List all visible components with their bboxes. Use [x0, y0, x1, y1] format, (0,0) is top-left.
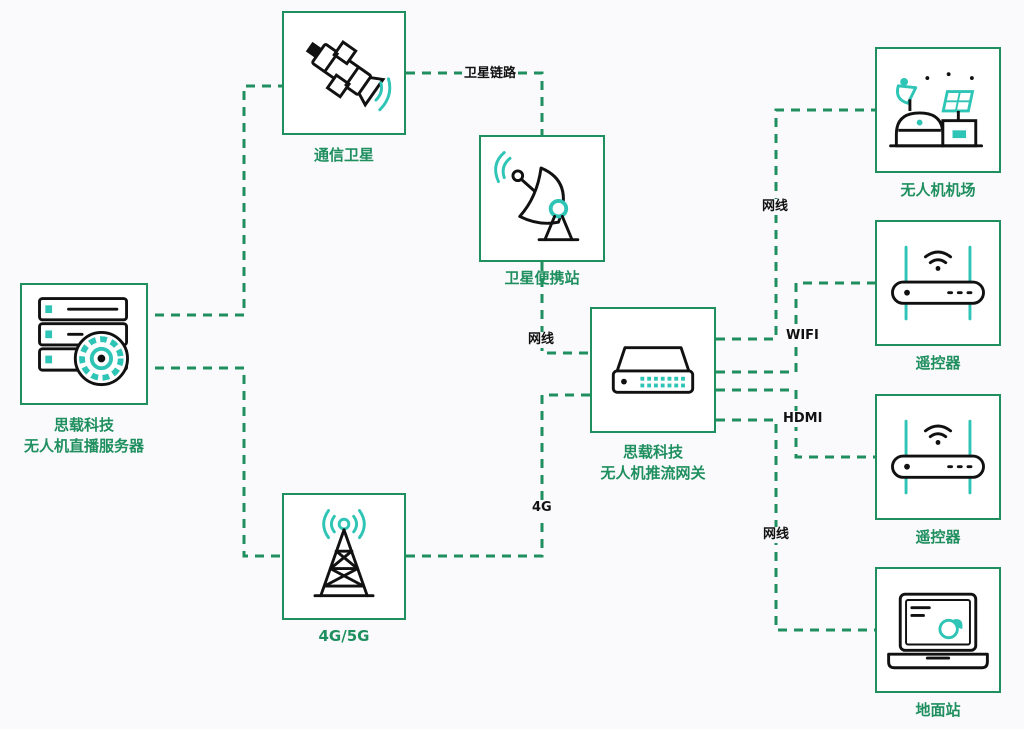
node-satellite-label: 通信卫星	[313, 146, 374, 164]
node-server-label: 思载科技 无人机直播服务器	[0, 415, 168, 457]
server-name-line1: 思载科技	[53, 416, 114, 434]
node-satellite-station-label: 卫星便携站	[504, 269, 580, 287]
server-gear-icon	[38, 297, 129, 387]
node-tower[interactable]	[282, 493, 406, 620]
node-satellite[interactable]	[282, 11, 406, 135]
node-rc2[interactable]	[875, 394, 1001, 520]
link-label-wifi: WIFI	[784, 328, 821, 344]
node-airport-label: 无人机机场	[900, 181, 976, 199]
line-server-satellite	[155, 84, 282, 317]
link-label-lan-station: 网线	[526, 332, 557, 348]
router-icon	[891, 245, 985, 321]
node-gateway-label: 思载科技 无人机推流网关	[560, 442, 746, 484]
line-gateway-airport	[716, 108, 875, 341]
link-label-4g: 4G	[530, 500, 554, 516]
gateway-name-line1: 思载科技	[622, 443, 683, 461]
node-gateway[interactable]	[590, 307, 716, 433]
node-tower-label: 4G/5G	[318, 627, 370, 645]
node-rc1[interactable]	[875, 220, 1001, 346]
node-satellite-station[interactable]	[479, 135, 605, 262]
drone-airport-icon	[889, 72, 984, 148]
link-label-lan-ground: 网线	[761, 527, 792, 543]
router-icon	[891, 419, 985, 495]
cell-tower-icon	[313, 509, 375, 598]
line-server-tower	[155, 366, 282, 558]
link-label-hdmi: HDMI	[781, 411, 825, 427]
gateway-name-line2: 无人机推流网关	[600, 464, 706, 482]
node-airport[interactable]	[875, 47, 1001, 173]
satellite-dish-icon	[494, 151, 580, 242]
laptop-icon	[887, 592, 989, 670]
line-satellite-station	[406, 71, 544, 135]
line-gateway-rc1	[716, 281, 875, 374]
link-label-lan-airport: 网线	[760, 199, 791, 215]
node-rc1-label: 遥控器	[915, 354, 961, 372]
node-ground-station-label: 地面站	[915, 701, 961, 719]
node-ground-station[interactable]	[875, 567, 1001, 693]
line-tower-gateway	[406, 393, 590, 558]
server-name-line2: 无人机直播服务器	[23, 437, 144, 455]
link-label-satellite: 卫星链路	[462, 66, 519, 82]
satellite-icon	[305, 40, 392, 112]
gateway-icon	[611, 346, 695, 394]
node-rc2-label: 遥控器	[915, 528, 961, 546]
node-server[interactable]	[20, 283, 148, 405]
line-gateway-ground	[716, 418, 875, 632]
